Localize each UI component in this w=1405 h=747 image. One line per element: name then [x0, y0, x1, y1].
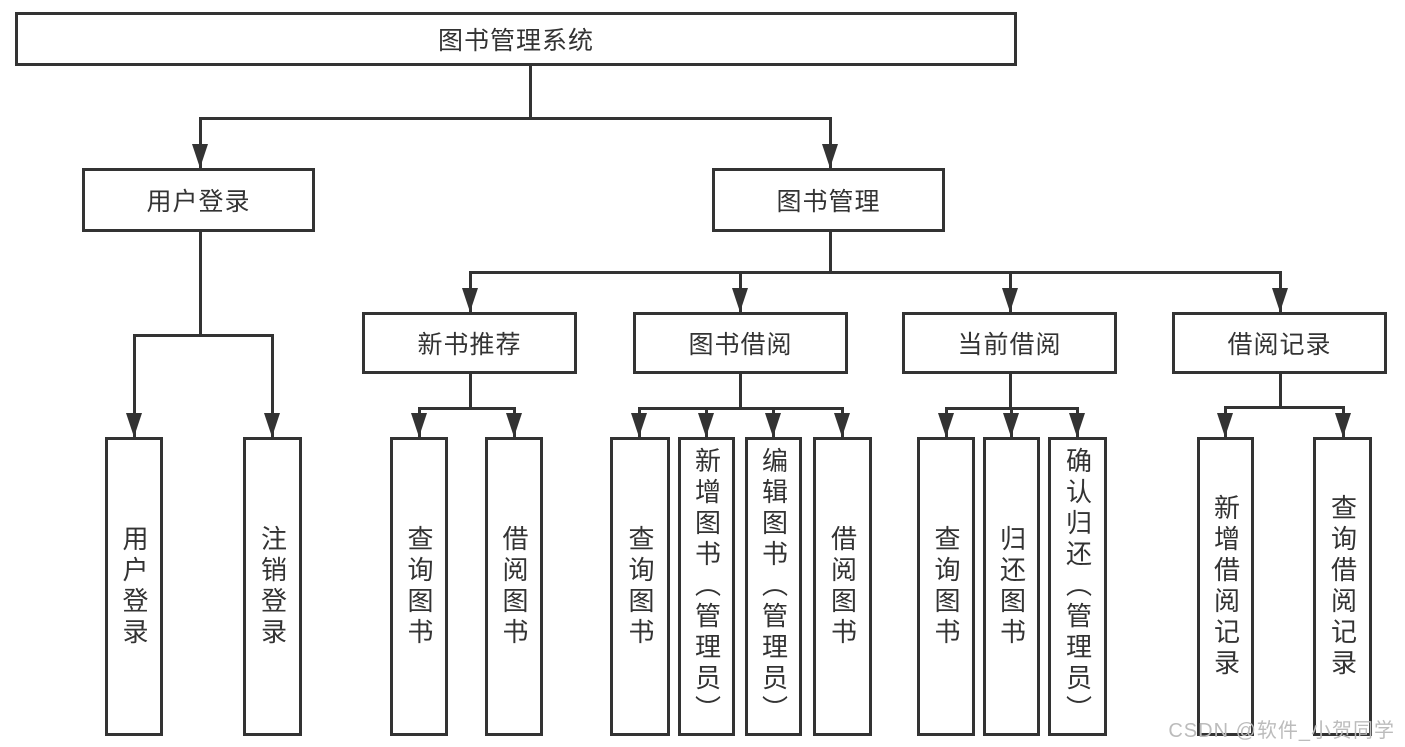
leaf-logout: 注销登录 [243, 437, 302, 736]
node-user-login: 用户登录 [82, 168, 315, 232]
leaf-label: 借阅图书 [827, 524, 858, 649]
connector-line [945, 407, 1078, 410]
arrowhead-down-icon [506, 413, 522, 437]
arrowhead-down-icon [822, 144, 838, 168]
arrowhead-down-icon [264, 413, 280, 437]
leaf-label: 查询图书 [931, 524, 961, 649]
arrowhead-down-icon [1272, 288, 1288, 312]
leaf-query-book-1: 查询图书 [390, 437, 448, 736]
arrowhead-down-icon [1002, 288, 1018, 312]
arrowhead-down-icon [698, 413, 714, 437]
leaf-label: 新增图书（管理员） [691, 447, 722, 726]
node-book-borrow: 图书借阅 [633, 312, 848, 374]
node-book-management: 图书管理 [712, 168, 945, 232]
connector-line [829, 117, 832, 168]
watermark: CSDN @软件_小贺同学 [1168, 720, 1395, 742]
leaf-label: 确认归还（管理员） [1062, 447, 1093, 726]
arrowhead-down-icon [1217, 413, 1233, 437]
leaf-edit-book-admin: 编辑图书（管理员） [745, 437, 802, 736]
leaf-query-borrow-record: 查询借阅记录 [1313, 437, 1372, 736]
connector-line [1279, 373, 1282, 408]
arrowhead-down-icon [126, 413, 142, 437]
connector-line [418, 407, 515, 410]
leaf-label: 查询图书 [625, 524, 655, 649]
leaf-label: 查询借阅记录 [1327, 493, 1358, 680]
leaf-query-book-3: 查询图书 [917, 437, 975, 736]
leaf-borrow-book-2: 借阅图书 [813, 437, 872, 736]
arrowhead-down-icon [1003, 413, 1019, 437]
connector-line [638, 407, 843, 410]
node-root: 图书管理系统 [15, 12, 1017, 66]
leaf-label: 借阅图书 [499, 524, 529, 649]
connector-line [469, 271, 1281, 274]
connector-line [199, 117, 831, 120]
connector-line [133, 334, 273, 337]
leaf-label: 用户登录 [119, 524, 149, 649]
connector-line [469, 373, 472, 409]
leaf-add-book-admin: 新增图书（管理员） [678, 437, 735, 736]
node-borrow-record: 借阅记录 [1172, 312, 1387, 374]
arrowhead-down-icon [834, 413, 850, 437]
arrowhead-down-icon [938, 413, 954, 437]
arrowhead-down-icon [631, 413, 647, 437]
connector-line [133, 334, 136, 437]
connector-line [739, 373, 742, 409]
leaf-borrow-book-1: 借阅图书 [485, 437, 543, 736]
arrowhead-down-icon [1069, 413, 1085, 437]
connector-line [829, 231, 832, 274]
connector-line [199, 117, 202, 168]
leaf-confirm-return-admin: 确认归还（管理员） [1048, 437, 1107, 736]
connector-line [271, 334, 274, 437]
arrowhead-down-icon [462, 288, 478, 312]
connector-line [199, 231, 202, 336]
leaf-label: 编辑图书（管理员） [758, 447, 789, 726]
leaf-query-book-2: 查询图书 [610, 437, 670, 736]
leaf-label: 注销登录 [257, 524, 288, 649]
connector-line [529, 66, 532, 119]
arrowhead-down-icon [1335, 413, 1351, 437]
leaf-label: 归还图书 [996, 524, 1027, 649]
arrowhead-down-icon [732, 288, 748, 312]
leaf-user-login: 用户登录 [105, 437, 163, 736]
leaf-label: 新增借阅记录 [1210, 493, 1241, 680]
arrowhead-down-icon [765, 413, 781, 437]
leaf-label: 查询图书 [404, 524, 434, 649]
node-current-borrow: 当前借阅 [902, 312, 1117, 374]
leaf-add-borrow-record: 新增借阅记录 [1197, 437, 1254, 736]
arrowhead-down-icon [192, 144, 208, 168]
connector-line [1009, 373, 1012, 409]
node-new-book-recommend: 新书推荐 [362, 312, 577, 374]
connector-line [1224, 406, 1344, 409]
leaf-return-book: 归还图书 [983, 437, 1040, 736]
arrowhead-down-icon [411, 413, 427, 437]
